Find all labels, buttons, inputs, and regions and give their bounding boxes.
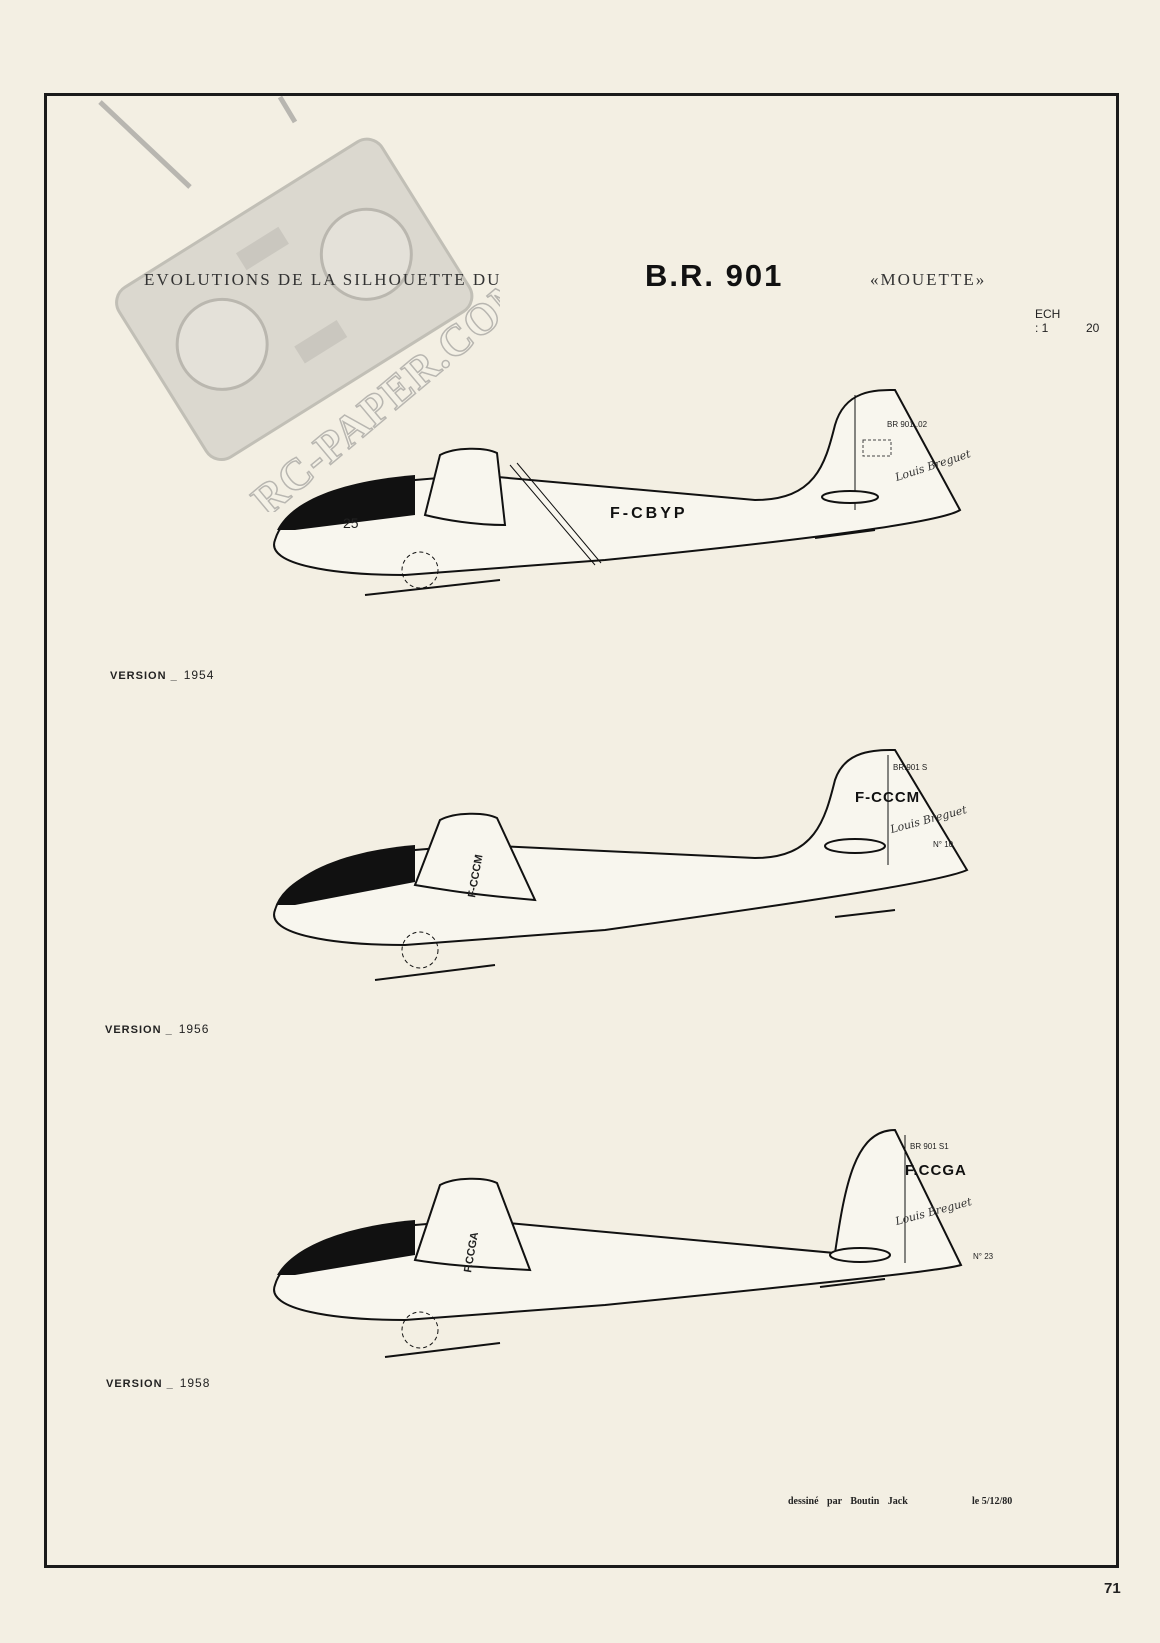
scale-denominator: 20	[1086, 321, 1100, 335]
drawing-date: le 5/12/80	[972, 1496, 1013, 1507]
drawing-credit: dessiné par Boutin Jack	[788, 1496, 908, 1507]
fin-text-1954: BR 901 .02	[887, 420, 928, 429]
glider-profile-1956: F-CCCM F-CCCM BR.901 S Louis Breguet N° …	[273, 748, 969, 981]
competition-number-1954: 25	[343, 515, 359, 531]
fin-text-1958: BR 901 S1	[910, 1142, 949, 1151]
page-title: EVOLUTIONS DE LA SILHOUETTE DU B.R. 901 …	[140, 258, 1040, 298]
glider-profile-1954: F-CBYP 25 BR 901 .02 Louis Breguet	[273, 388, 973, 596]
registration-1956: F-CCCM	[855, 789, 920, 806]
canopy	[277, 475, 415, 530]
version-year: 1958	[179, 1376, 211, 1390]
version-year: 1956	[178, 1022, 210, 1036]
fin-number-1958: N° 23	[973, 1252, 994, 1261]
fin-number-1956: N° 10	[933, 840, 954, 849]
version-prefix: VERSION _	[106, 1378, 174, 1390]
title-nickname: «MOUETTE»	[870, 270, 987, 289]
tailplane	[824, 838, 886, 854]
glider-profile-1958: F.CCGA F.CCGA BR 901 S1 Louis Breguet N°…	[273, 1128, 994, 1358]
scale-numerator: ECH : 1	[1035, 307, 1061, 335]
canopy	[277, 1220, 415, 1275]
tailplane	[829, 1247, 891, 1263]
fin-text-1956: BR.901 S	[893, 763, 927, 772]
landing-wheel	[401, 1311, 439, 1349]
version-year: 1954	[183, 668, 215, 682]
wing-root	[413, 812, 537, 902]
version-label-1954: VERSION _ 1954	[110, 668, 214, 682]
version-label-1956: VERSION _ 1956	[105, 1022, 209, 1036]
version-prefix: VERSION _	[105, 1024, 173, 1036]
registration-1958: F.CCGA	[905, 1162, 967, 1179]
wing-root	[413, 1177, 532, 1272]
registration-1954: F-CBYP	[610, 505, 688, 522]
canopy	[277, 845, 415, 905]
title-aircraft: B.R. 901	[645, 258, 784, 293]
version-label-1958: VERSION _ 1958	[106, 1376, 210, 1390]
tailplane	[821, 490, 879, 504]
title-prefix: EVOLUTIONS DE LA SILHOUETTE DU	[144, 270, 502, 289]
wing-root	[423, 447, 507, 527]
landing-wheel	[401, 931, 439, 969]
page-number: 71	[1104, 1580, 1121, 1597]
version-prefix: VERSION _	[110, 670, 178, 682]
drawing-frame	[44, 93, 1119, 1568]
